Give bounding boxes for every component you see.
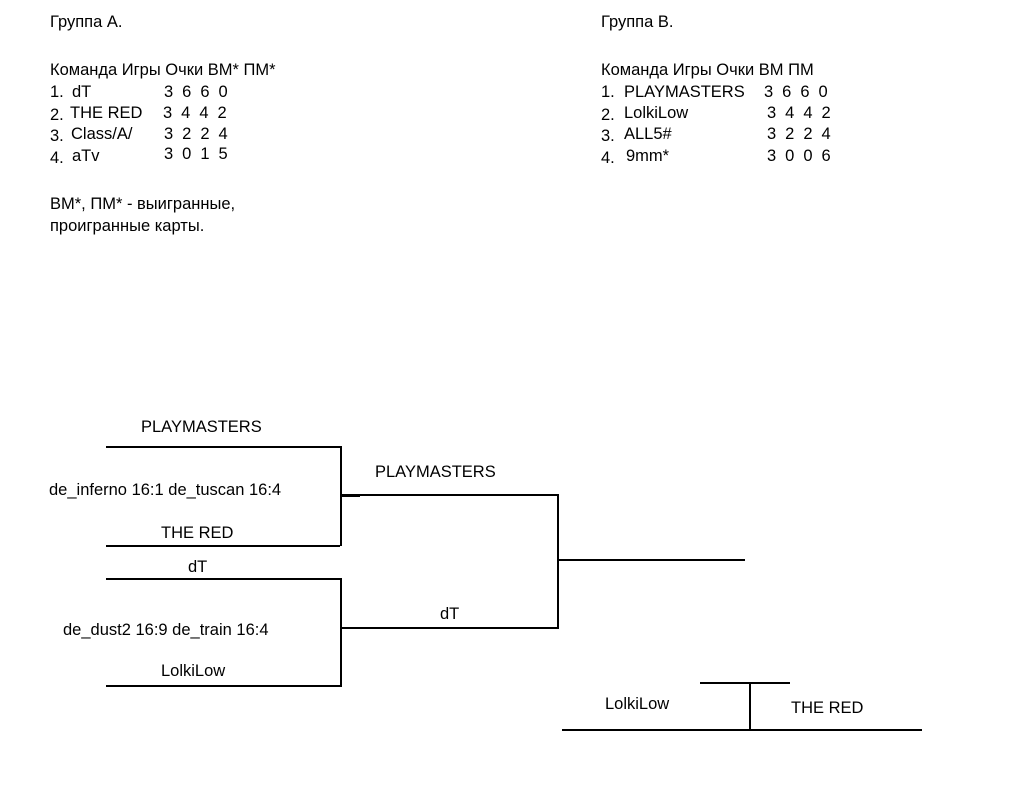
team-name: LolkiLow — [624, 104, 689, 122]
team-stats: 3 0 0 6 — [767, 147, 833, 165]
team-stats: 3 2 2 4 — [164, 125, 230, 143]
rank: 1. — [601, 83, 615, 101]
team-name: 9mm* — [626, 147, 670, 165]
footnote-line-2: проигранные карты. — [50, 218, 204, 236]
quarterfinal-bottom-lower-line — [106, 685, 340, 687]
rank: 2. — [50, 106, 64, 124]
team-name: THE RED — [70, 104, 143, 122]
quarterfinal-top-scores: de_inferno 16:1 de_tuscan 16:4 — [49, 481, 282, 499]
rank: 1. — [50, 83, 64, 101]
quarterfinal-bottom-bottom-team-label: LolkiLow — [161, 662, 226, 680]
quarterfinal-top-bottom-team-label: THE RED — [161, 524, 234, 542]
quarterfinal-top-lower-line — [106, 545, 340, 547]
third-place-right-team-label: THE RED — [791, 699, 864, 717]
team-name: dT — [72, 83, 92, 101]
quarterfinal-top-out-line — [340, 495, 360, 497]
rank: 4. — [601, 149, 615, 167]
team-stats: 3 0 1 5 — [164, 145, 230, 163]
rank: 3. — [50, 127, 64, 145]
team-stats: 3 2 2 4 — [767, 125, 833, 143]
team-name: Class/A/ — [71, 125, 133, 143]
group-a-table: Команда Игры Очки ВМ* ПМ* — [50, 62, 276, 79]
semifinal-bottom-team-label: dT — [440, 605, 460, 623]
rank: 2. — [601, 106, 615, 124]
semifinal-right-connector — [557, 494, 559, 628]
third-place-upper-line — [700, 682, 790, 684]
quarterfinal-bottom-team-label: dT — [188, 558, 208, 576]
group-b-title: Группа В. — [601, 13, 674, 31]
team-stats: 3 6 6 0 — [764, 83, 830, 101]
team-stats: 3 6 6 0 — [164, 83, 230, 101]
team-stats: 3 4 4 2 — [163, 104, 229, 122]
team-name: ALL5# — [624, 125, 672, 143]
group-b-column-header: Команда Игры Очки ВМ ПМ — [601, 61, 814, 79]
group-b-block: Группа В. — [601, 14, 673, 31]
footnote-text-2: проигранные карты. — [50, 217, 205, 235]
team-stats: 3 4 4 2 — [767, 104, 833, 122]
third-place-divider — [749, 682, 751, 730]
group-a-column-header: Команда Игры Очки ВМ* ПМ* — [50, 61, 276, 79]
semifinal-top-team-label: PLAYMASTERS — [375, 463, 496, 481]
quarterfinal-bottom-upper-line — [106, 578, 340, 580]
quarterfinal-bottom-scores: de_dust2 16:9 de_train 16:4 — [63, 621, 269, 639]
quarterfinal-bottom-right-connector — [340, 578, 342, 687]
footnote-line-1: ВМ*, ПМ* - выигранные, — [50, 196, 235, 214]
third-place-lower-line — [562, 729, 922, 731]
group-b-table: Команда Игры Очки ВМ ПМ — [601, 62, 814, 79]
rank: 4. — [50, 149, 64, 167]
footnote-text-1: ВМ*, ПМ* - выигранные, — [50, 195, 236, 213]
semifinal-upper-line — [340, 494, 559, 496]
group-a-title: Группа А. — [50, 13, 123, 31]
final-out-line — [557, 559, 745, 561]
semifinal-lower-line — [340, 627, 559, 629]
third-place-left-team-label: LolkiLow — [605, 695, 670, 713]
team-name: PLAYMASTERS — [624, 83, 745, 101]
team-name: aTv — [72, 147, 100, 165]
rank: 3. — [601, 127, 615, 145]
group-a-block: Группа А. — [50, 14, 122, 31]
quarterfinal-top-team-label: PLAYMASTERS — [141, 418, 262, 436]
quarterfinal-top-upper-line — [106, 446, 340, 448]
